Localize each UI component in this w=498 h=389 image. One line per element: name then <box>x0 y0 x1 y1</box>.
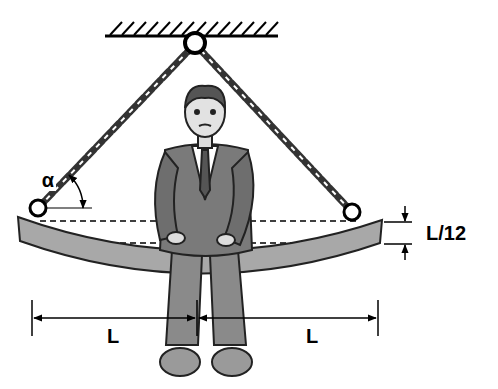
dimension-label: L <box>304 325 320 347</box>
end-ring <box>30 200 46 216</box>
angle-reference-line <box>46 207 92 208</box>
angle-label: α <box>40 169 56 191</box>
angle-arc <box>69 175 83 208</box>
hook-ring <box>185 33 205 53</box>
end-ring <box>344 204 360 220</box>
deflection-dimension <box>384 206 412 260</box>
man-figure <box>155 86 253 376</box>
dimension-label: L/12 <box>424 222 468 244</box>
length-dimension <box>32 300 378 336</box>
dimension-label: L <box>105 325 121 347</box>
